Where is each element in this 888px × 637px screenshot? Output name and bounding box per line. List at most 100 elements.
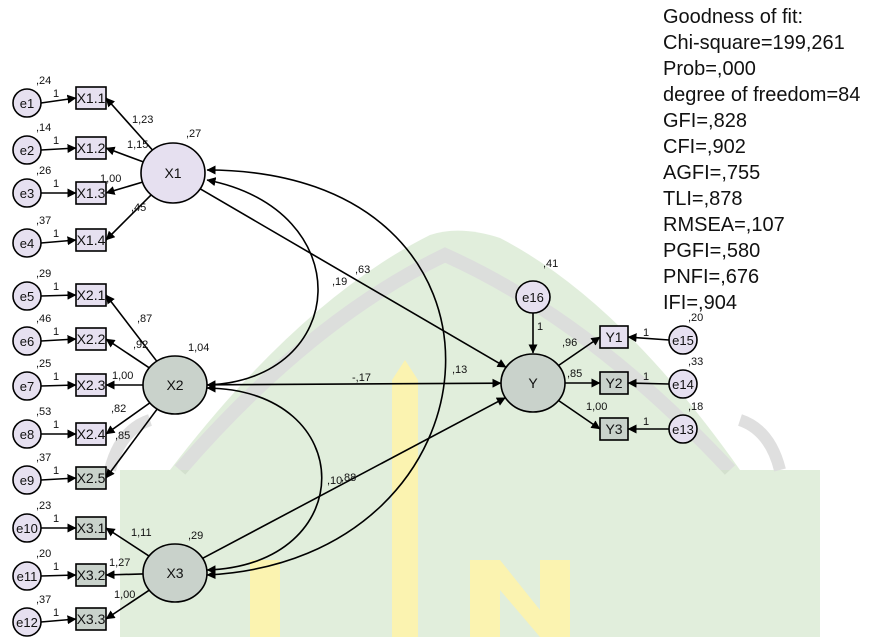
indicator-label-y3: Y3 <box>605 421 622 437</box>
error-arrow-x2-2 <box>40 334 77 344</box>
fit-prob: Prob=,000 <box>663 58 756 80</box>
error-label-e16: e16 <box>522 290 544 305</box>
indicator-box-x3-3 <box>75 607 107 631</box>
error-variance-x2-1: ,29 <box>36 268 51 280</box>
indicator-label-x2-1: X2.1 <box>77 287 106 303</box>
latent-x2 <box>142 355 208 415</box>
watermark-rim <box>104 414 786 472</box>
error-arrow-x2-5 <box>40 473 77 483</box>
error-circle-x2-5 <box>12 465 42 495</box>
covariance-x1-x2 <box>206 177 319 390</box>
indicator-label-x2-4: X2.4 <box>77 426 106 442</box>
indicator-box-x1-2 <box>75 136 107 160</box>
loading-value-x2-4: ,82 <box>111 403 126 415</box>
watermark-arch <box>174 247 736 475</box>
loading-arrow-x3-3 <box>105 589 150 620</box>
error-circle-x1-1 <box>12 88 42 118</box>
coef-x2-to-y: -,17 <box>352 372 371 384</box>
node-layer <box>12 86 698 637</box>
fit-rmsea: RMSEA=,107 <box>663 214 785 236</box>
error-arrow-x2-3 <box>40 380 77 390</box>
indicator-label-x3-3: X3.3 <box>77 611 106 627</box>
latent-y <box>500 353 566 413</box>
path-x3-to-y <box>202 396 506 560</box>
fixed-weight-y3: 1 <box>643 416 649 428</box>
loading-value-x1-2: 1,15 <box>127 139 148 151</box>
loading-arrow-x2-5 <box>105 408 158 479</box>
error-variance-x3-3: ,37 <box>36 594 51 606</box>
latent-label-y: Y <box>528 375 538 391</box>
loading-value-x1-1: 1,23 <box>132 114 153 126</box>
cov-x1-x3-value: ,13 <box>452 364 467 376</box>
error-label-x3-3: e12 <box>16 615 38 630</box>
indicator-box-y3 <box>599 417 629 441</box>
latent-x1 <box>140 142 206 204</box>
error-label-x3-2: e11 <box>17 569 38 584</box>
error-label-x2-1: e5 <box>20 289 34 304</box>
covariance-x2-x3 <box>206 383 323 575</box>
indicator-box-x3-1 <box>75 516 107 540</box>
error-variance-x1-4: ,37 <box>36 215 51 227</box>
latent-variance-x3: ,29 <box>188 530 203 542</box>
fixed-weight-x2-3: 1 <box>53 371 59 383</box>
fit-pnfi: PNFI=,676 <box>663 266 760 288</box>
indicator-label-x1-3: X1.3 <box>77 185 106 201</box>
loading-arrow-x2-4 <box>105 402 151 435</box>
fixed-weight-x3-2: 1 <box>53 561 59 573</box>
coef-x1-to-y: ,63 <box>355 264 370 276</box>
indicator-box-x3-2 <box>75 563 107 587</box>
indicator-label-y1: Y1 <box>605 329 622 345</box>
latent-variance-x1: ,27 <box>186 128 201 140</box>
fit-ifi: IFI=,904 <box>663 292 737 314</box>
loading-value-x2-1: ,87 <box>137 313 152 325</box>
edge-layer <box>40 94 670 625</box>
error-arrow-y2 <box>627 378 670 388</box>
error-arrow-x3-3 <box>40 615 77 625</box>
loading-value-x1-3: 1,00 <box>100 173 121 185</box>
loading-value-y2: ,85 <box>567 368 582 380</box>
error-circle-x3-3 <box>12 607 42 637</box>
fit-tli: TLI=,878 <box>663 188 743 210</box>
error-circle-y3 <box>668 414 698 444</box>
fixed-weight-x2-4: 1 <box>53 419 59 431</box>
watermark-dome <box>170 230 740 470</box>
watermark-letters <box>250 560 570 637</box>
error-label-x1-2: e2 <box>20 143 34 158</box>
fixed-weight-x1-4: 1 <box>53 228 59 240</box>
fixed-weight-x3-1: 1 <box>53 513 59 525</box>
loading-value-x2-3: 1,00 <box>112 370 133 382</box>
error-variance-x2-3: ,25 <box>36 358 51 370</box>
error-variance-e16: ,41 <box>543 258 558 270</box>
indicator-label-x3-2: X3.2 <box>77 567 106 583</box>
loading-value-x1-4: ,45 <box>131 202 146 214</box>
indicator-label-x1-2: X1.2 <box>77 140 106 156</box>
error-circle-x2-3 <box>12 371 42 401</box>
indicator-box-x1-1 <box>75 86 107 110</box>
indicator-label-x1-4: X1.4 <box>77 232 106 248</box>
error-variance-y1: ,20 <box>688 312 703 324</box>
error-label-x2-3: e7 <box>20 379 34 394</box>
fit-chi-square: Chi-square=199,261 <box>663 32 845 54</box>
fixed-weight-x2-2: 1 <box>53 326 59 338</box>
fixed-weight-x2-1: 1 <box>53 281 59 293</box>
fit-heading: Goodness of fit: <box>663 6 804 28</box>
error-circle-x1-2 <box>12 135 42 165</box>
loading-value-x2-5: ,85 <box>115 430 130 442</box>
path-x2-to-y <box>206 378 502 388</box>
fixed-weight-x1-2: 1 <box>53 135 59 147</box>
error-label-x1-3: e3 <box>20 186 34 201</box>
loading-arrow-y3 <box>558 399 601 430</box>
error-arrow-x3-2 <box>40 570 77 580</box>
loading-arrow-y1 <box>558 336 601 367</box>
covariance-x1-x3 <box>206 165 447 580</box>
error-label-x2-5: e9 <box>20 473 34 488</box>
fixed-weight-x2-5: 1 <box>53 465 59 477</box>
error-circle-y2 <box>668 369 698 399</box>
latent-x3 <box>142 543 208 603</box>
indicator-box-x2-3 <box>75 373 107 397</box>
indicator-box-x2-2 <box>75 327 107 351</box>
error-circle-e16 <box>515 280 551 314</box>
indicator-label-x2-2: X2.2 <box>77 331 106 347</box>
error-circle-y1 <box>668 325 698 355</box>
